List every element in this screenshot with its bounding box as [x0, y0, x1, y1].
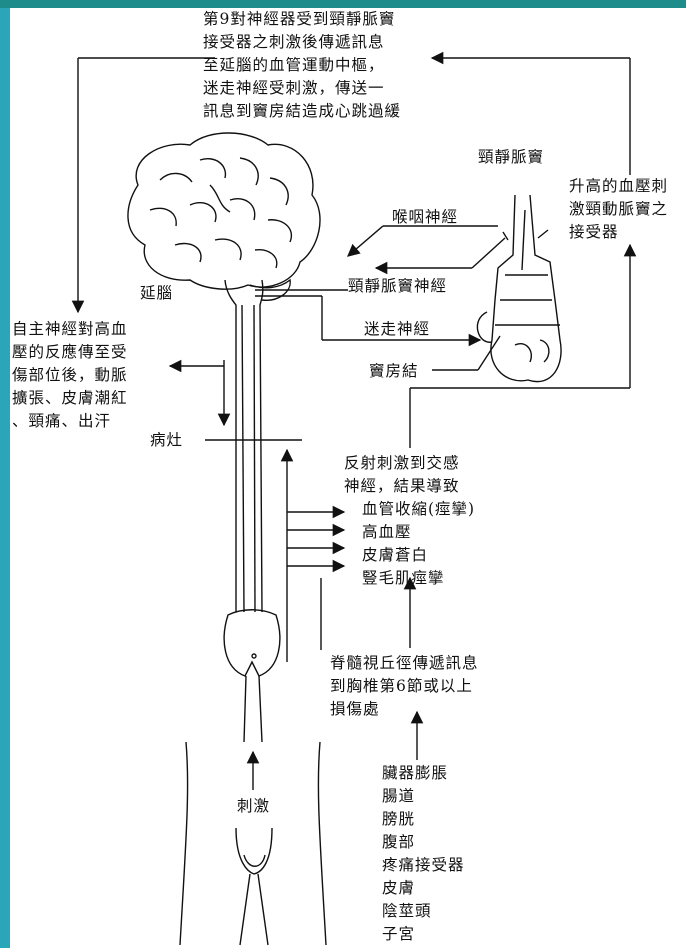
reflex-note-line: 神經，結果導致 — [344, 477, 460, 495]
left-note: 自主神經對高血 壓的反應傳至受 傷部位後，動脈 擴張、皮膚潮紅 、頸痛、出汗 — [12, 318, 128, 433]
pathway-note: 脊髓視丘徑傳遞訊息 到胸椎第6節或以上 損傷處 — [330, 652, 479, 721]
top-note-line: 接受器之刺激後傳遞訊息 — [203, 33, 385, 51]
pathway-note-line: 到胸椎第6節或以上 — [330, 677, 473, 695]
left-note-line: 自主神經對高血 — [12, 320, 128, 338]
sa-node-label: 竇房結 — [369, 362, 419, 380]
medulla-label: 延腦 — [140, 284, 174, 302]
left-note-line: 壓的反應傳至受 — [12, 343, 128, 361]
effect-item: 血管收縮(痙攣) — [362, 500, 476, 518]
effects-list: 血管收縮(痙攣) 高血壓 皮膚蒼白 豎毛肌痙攣 — [362, 498, 475, 590]
effect-item: 高血壓 — [362, 523, 412, 541]
spinal-cord-illustration — [223, 279, 281, 743]
top-note: 第9對神經器受到頸靜脈竇 接受器之刺激後傳遞訊息 至延腦的血管運動中樞， 迷走神… — [203, 8, 401, 123]
pathway-note-line: 脊髓視丘徑傳遞訊息 — [330, 654, 479, 672]
connector-lines — [71, 51, 637, 790]
trigger-item: 陰莖頭 — [382, 902, 432, 920]
vagus-nerve-label: 迷走神經 — [364, 320, 431, 338]
trigger-item: 疼痛接受器 — [382, 856, 465, 874]
effect-item: 皮膚蒼白 — [362, 546, 429, 564]
trigger-item: 臟器膨脹 — [382, 764, 449, 782]
top-note-line: 迷走神經受刺激，傳送一 — [203, 79, 385, 97]
heart-illustration — [476, 194, 562, 383]
effect-item: 豎毛肌痙攣 — [362, 569, 445, 587]
lower-body-illustration — [179, 741, 327, 946]
top-note-line: 至延腦的血管運動中樞， — [203, 56, 385, 74]
brain-illustration — [127, 132, 321, 301]
pathway-note-line: 損傷處 — [330, 700, 380, 718]
left-note-line: 、頸痛、出汗 — [12, 412, 112, 430]
right-note-line: 激頸動脈竇之 — [569, 200, 669, 218]
reflex-note: 反射刺激到交感 神經，結果導致 — [344, 452, 460, 498]
lesion-label: 病灶 — [150, 431, 184, 449]
stimulus-label: 刺激 — [237, 797, 271, 815]
right-note-line: 接受器 — [569, 223, 619, 241]
trigger-item: 子宮 — [382, 925, 416, 943]
sinus-nerve-label: 頸靜脈竇神經 — [348, 277, 448, 295]
trigger-item: 腹部 — [382, 833, 416, 851]
left-note-line: 擴張、皮膚潮紅 — [12, 389, 128, 407]
top-note-line: 訊息到竇房結造成心跳過緩 — [203, 102, 402, 120]
right-note: 升高的血壓刺 激頸動脈竇之 接受器 — [569, 175, 668, 244]
right-note-line: 升高的血壓刺 — [569, 177, 669, 195]
carotid-sinus-label: 頸靜脈竇 — [478, 148, 545, 166]
pharyngeal-nerve-label: 喉咽神經 — [392, 208, 459, 226]
triggers-list: 臟器膨脹 腸道 膀胱 腹部 疼痛接受器 皮膚 陰莖頭 子宮 — [382, 762, 465, 946]
top-border — [0, 0, 686, 8]
trigger-item: 膀胱 — [382, 810, 416, 828]
trigger-item: 腸道 — [382, 787, 416, 805]
top-note-line: 第9對神經器受到頸靜脈竇 — [203, 10, 396, 28]
left-note-line: 傷部位後，動脈 — [12, 366, 128, 384]
reflex-note-line: 反射刺激到交感 — [344, 454, 460, 472]
trigger-item: 皮膚 — [382, 879, 416, 897]
